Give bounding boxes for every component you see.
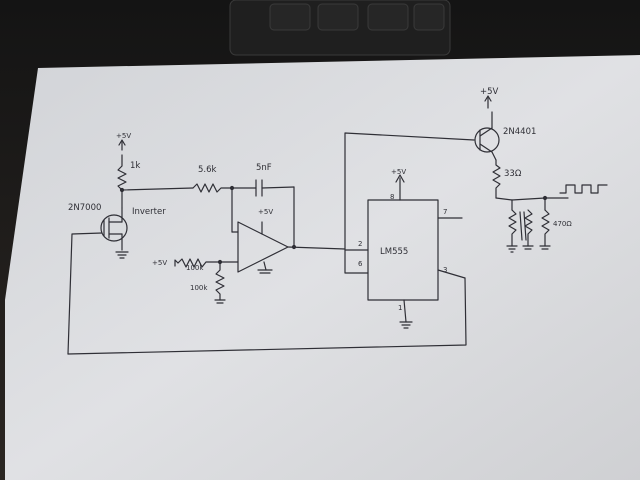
label-vcc-left: +5V: [152, 259, 167, 267]
label-vcc-top: +5V: [480, 87, 499, 97]
label-lm555: LM555: [380, 247, 408, 257]
label-100k-a: 100k: [186, 264, 204, 272]
label-33-ohm: 33Ω: [504, 169, 522, 179]
label-pin-2: 2: [358, 240, 362, 248]
wire-return: [67, 232, 103, 355]
label-5-6k: 5.6k: [198, 165, 217, 175]
label-pin-3: 3: [443, 266, 447, 274]
label-2n7000: 2N7000: [68, 203, 101, 213]
label-pin-6: 6: [358, 260, 363, 268]
output-network: [495, 184, 608, 253]
schematic: [67, 95, 608, 355]
mosfet-2n7000: [100, 207, 129, 259]
label-5nf: 5nF: [256, 163, 272, 173]
square-wave: [559, 184, 608, 194]
label-opamp-vcc: +5V: [258, 208, 273, 216]
label-2n4401: 2N4401: [503, 127, 536, 137]
label-vcc-mosfet: +5V: [116, 132, 131, 140]
label-1k: 1k: [130, 161, 140, 171]
label-pin-8: 8: [390, 193, 394, 201]
label-timer-vcc: +5V: [391, 168, 406, 176]
label-470-ohm: 470Ω: [553, 220, 572, 228]
keyboard-silhouette: [229, 0, 451, 56]
transistor-2n4401: [474, 95, 500, 161]
schematic-labels: +5V 2N4401 33Ω 470Ω +5V 1k 2N7000 Invert…: [68, 87, 572, 312]
wire-base-to-timer: [344, 132, 475, 274]
opamp: [237, 221, 289, 273]
label-100k-b: 100k: [190, 284, 208, 292]
paper-sheet: [5, 55, 640, 480]
label-pin-1: 1: [398, 304, 402, 312]
label-pin-7: 7: [443, 208, 447, 216]
resistor-33-ohm: [492, 159, 501, 199]
resistor-5-6k: [192, 183, 233, 193]
label-inverter: Inverter: [132, 207, 166, 217]
